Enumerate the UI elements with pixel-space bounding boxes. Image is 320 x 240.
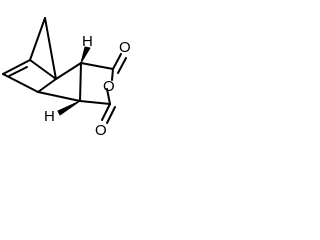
fusion-bond bbox=[79, 62, 82, 102]
lower-carbonyl-double-b bbox=[106, 106, 116, 124]
bridge-bond-right bbox=[44, 17, 57, 80]
bridgehead-upper-to-vinyl bbox=[29, 59, 57, 80]
oxygen-label-carbonyl-lower: O bbox=[95, 122, 107, 139]
stereo-bonds bbox=[57, 46, 91, 116]
oxygen-label-ring: O bbox=[103, 78, 115, 95]
bond-layer bbox=[2, 17, 82, 102]
atom-labels: H H O O O bbox=[44, 33, 131, 139]
fusion-to-bridgehead-lower bbox=[37, 91, 81, 102]
structure-svg: H H O O O bbox=[2, 17, 131, 139]
upper-carbonyl-to-ring-oxygen bbox=[111, 68, 114, 81]
lower-carbonyl-carbon-bond bbox=[79, 100, 111, 105]
wedge-bond-lower-h bbox=[57, 100, 81, 116]
wedge-bond-upper-h bbox=[80, 46, 91, 64]
oxygen-label-carbonyl-upper: O bbox=[119, 39, 131, 56]
structure-diagram: H H O O O bbox=[0, 0, 143, 180]
vinyl-to-bridgehead bbox=[2, 73, 39, 93]
alkene-bond-inner bbox=[8, 66, 28, 77]
ring-oxygen-to-lower-carbonyl bbox=[106, 88, 111, 105]
bridge-bond-left bbox=[29, 17, 46, 61]
upper-carbonyl-double-a bbox=[112, 53, 122, 70]
upper-carbonyl-double-b bbox=[117, 57, 127, 74]
anhydride-ring bbox=[79, 53, 127, 124]
hydrogen-label-upper: H bbox=[82, 33, 93, 50]
upper-carbonyl-carbon-bond bbox=[80, 62, 114, 70]
bridgehead-to-bridgehead bbox=[37, 78, 57, 93]
lower-carbonyl-double-a bbox=[101, 103, 111, 121]
bridgehead-upper-to-fusion bbox=[55, 62, 82, 80]
alkene-bond-outer bbox=[2, 59, 31, 75]
hydrogen-label-lower: H bbox=[44, 108, 55, 125]
